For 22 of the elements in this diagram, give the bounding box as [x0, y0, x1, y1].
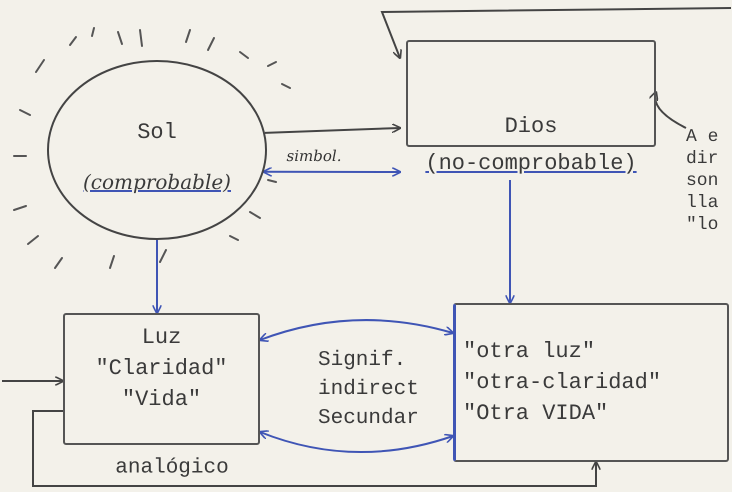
arrow: [258, 319, 455, 342]
arrow: [32, 410, 602, 487]
arrow: [504, 180, 516, 305]
arrow: [264, 122, 402, 134]
node-title: Dios: [504, 114, 558, 140]
box-text: Luz: [142, 324, 182, 352]
arrow: [262, 166, 402, 178]
box-text: "Vida": [122, 386, 202, 414]
box-text: "otra luz": [463, 338, 596, 366]
arrow: [2, 376, 65, 386]
box-text: "Claridad": [95, 354, 228, 383]
relation-note: Signif. indirect Secundar: [318, 348, 420, 432]
node-subtitle: (comprobable): [82, 170, 232, 194]
arrow: [648, 90, 686, 129]
arrow: [258, 430, 455, 453]
box-text: "otra-claridad": [463, 368, 662, 397]
note-text: A e dir son lla "lo: [686, 126, 720, 237]
box-text: "Otra VIDA": [463, 400, 608, 428]
arrow: [152, 240, 162, 315]
node-title: Sol: [136, 120, 178, 146]
arrow: [380, 7, 732, 60]
node-subtitle: (no-comprobable): [424, 151, 638, 178]
